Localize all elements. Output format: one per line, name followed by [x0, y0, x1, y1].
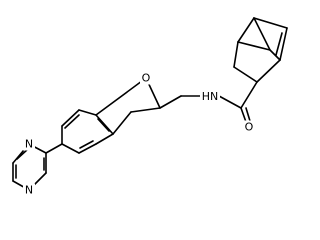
amide-o-label: O	[245, 121, 254, 134]
pyrazine-n-top-label: N	[25, 138, 33, 151]
carbonyl-double-bond	[245, 107, 251, 122]
benzene-bond	[78, 143, 97, 154]
norbornene-bridge-bond	[237, 41, 271, 51]
furan-bond	[130, 107, 161, 113]
norbornene-bond	[233, 66, 258, 83]
n-carbonyl-bond	[218, 95, 242, 109]
benzene-double-bond	[64, 114, 80, 129]
benzene-bond	[61, 109, 80, 127]
carbonyl-double-bond	[240, 107, 247, 123]
amide-h-label: H	[202, 90, 210, 103]
biaryl-bond	[45, 143, 63, 154]
benzene-bond	[95, 133, 114, 145]
norbornene-double-bond	[275, 32, 283, 56]
benzene-bond	[61, 143, 80, 154]
pyrazine-double-bond	[16, 148, 29, 160]
norbornene-bond	[237, 17, 255, 43]
atom-label-layer: N N O HN O	[23, 71, 255, 197]
carbonyl-norbornene-bond	[240, 81, 258, 109]
norbornene-bond	[233, 41, 239, 68]
structure-canvas: N N O HN O	[12, 17, 288, 197]
furan-bond	[112, 111, 132, 135]
norbornene-bond	[253, 17, 288, 29]
pyrazine-n-bottom-label: N	[25, 184, 33, 197]
norbornene-bond	[256, 59, 281, 83]
ch2-bond	[159, 95, 182, 109]
norbornene-bridge-bond	[253, 17, 271, 51]
bond-layer	[12, 17, 288, 191]
benzene-bond	[78, 109, 97, 116]
atom-pyrazine-n-bottom: N	[23, 183, 35, 197]
atom-amide-nh: HN	[200, 89, 220, 103]
atom-amide-o: O	[243, 120, 255, 134]
amide-n-label: N	[210, 90, 218, 103]
furan-bond	[95, 77, 147, 116]
molecule-structure: N N O HN O	[12, 17, 288, 197]
benzene-double-bond	[97, 118, 110, 132]
norbornene-bridge-bond	[269, 49, 281, 61]
atom-furan-o: O	[140, 71, 152, 85]
furan-o-label: O	[142, 72, 151, 85]
benzene-bond	[95, 114, 114, 135]
atom-pyrazine-n-top: N	[23, 137, 35, 151]
svg-text:HN: HN	[202, 90, 219, 103]
norbornene-bond	[279, 27, 288, 61]
benzene-double-bond	[79, 140, 94, 149]
